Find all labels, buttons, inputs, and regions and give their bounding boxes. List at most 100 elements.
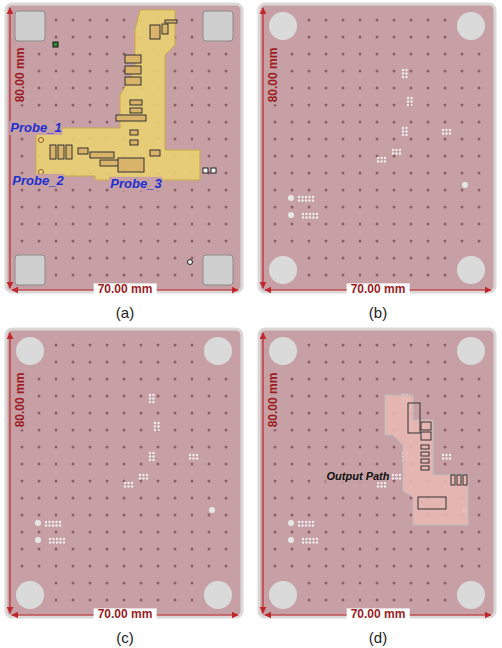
via (342, 514, 345, 517)
pad (131, 485, 133, 487)
via (55, 70, 58, 73)
via (376, 257, 379, 260)
pad (312, 538, 314, 540)
via (38, 206, 41, 209)
via (325, 189, 328, 192)
via (427, 344, 430, 347)
via (72, 121, 75, 124)
via (444, 87, 447, 90)
via (427, 361, 430, 364)
pad (405, 130, 407, 132)
via (410, 138, 413, 141)
via (123, 429, 126, 432)
via (291, 53, 294, 56)
via (342, 548, 345, 551)
component (118, 158, 144, 172)
via (89, 121, 92, 124)
via (359, 87, 362, 90)
via (325, 36, 328, 39)
pad (316, 541, 318, 543)
via (291, 480, 294, 483)
via (157, 463, 160, 466)
via (21, 548, 24, 551)
via (308, 36, 311, 39)
via (174, 361, 177, 364)
via (89, 599, 92, 602)
via (140, 531, 143, 534)
via (38, 497, 41, 500)
via (308, 429, 311, 432)
via (174, 548, 177, 551)
via (359, 189, 362, 192)
via (308, 548, 311, 551)
pcb-board (6, 4, 242, 292)
via (444, 361, 447, 364)
via (38, 53, 41, 56)
via (478, 87, 481, 90)
pad (308, 199, 310, 201)
via (308, 497, 311, 500)
mounting-pad (203, 255, 233, 285)
via (89, 378, 92, 381)
via (376, 121, 379, 124)
via (359, 599, 362, 602)
via (123, 206, 126, 209)
component (125, 66, 141, 74)
via (191, 446, 194, 449)
via (106, 497, 109, 500)
via (157, 497, 160, 500)
via (174, 87, 177, 90)
via (89, 412, 92, 415)
via (208, 138, 211, 141)
via (191, 70, 194, 73)
pad (63, 541, 65, 543)
via (376, 53, 379, 56)
via (325, 344, 328, 347)
via (191, 53, 194, 56)
via (308, 104, 311, 107)
mounting-hole (16, 581, 44, 609)
via (123, 36, 126, 39)
via (359, 463, 362, 466)
via (359, 361, 362, 364)
via (191, 19, 194, 22)
via (225, 121, 228, 124)
via (308, 395, 311, 398)
via (174, 565, 177, 568)
via (106, 257, 109, 260)
pcb-board (259, 4, 495, 292)
pad (395, 474, 397, 476)
pad (442, 132, 444, 134)
via (342, 463, 345, 466)
via (157, 565, 160, 568)
via (72, 446, 75, 449)
via (342, 223, 345, 226)
via (325, 582, 328, 585)
via (21, 514, 24, 517)
via (291, 412, 294, 415)
panel-label: (b) (369, 305, 387, 322)
pad (298, 199, 300, 201)
via (444, 206, 447, 209)
pad (124, 482, 126, 484)
pad (154, 429, 156, 431)
via (427, 223, 430, 226)
via (72, 463, 75, 466)
via (291, 206, 294, 209)
via (106, 206, 109, 209)
probe-label: Probe_1 (9, 121, 62, 135)
mounting-pad (203, 11, 233, 41)
via (325, 70, 328, 73)
via (38, 378, 41, 381)
via (325, 223, 328, 226)
via (140, 480, 143, 483)
via (106, 480, 109, 483)
pad (399, 152, 401, 154)
pad (52, 524, 54, 526)
via (325, 514, 328, 517)
via (325, 463, 328, 466)
via (274, 172, 277, 175)
mounting-hole (269, 256, 297, 284)
via (410, 582, 413, 585)
